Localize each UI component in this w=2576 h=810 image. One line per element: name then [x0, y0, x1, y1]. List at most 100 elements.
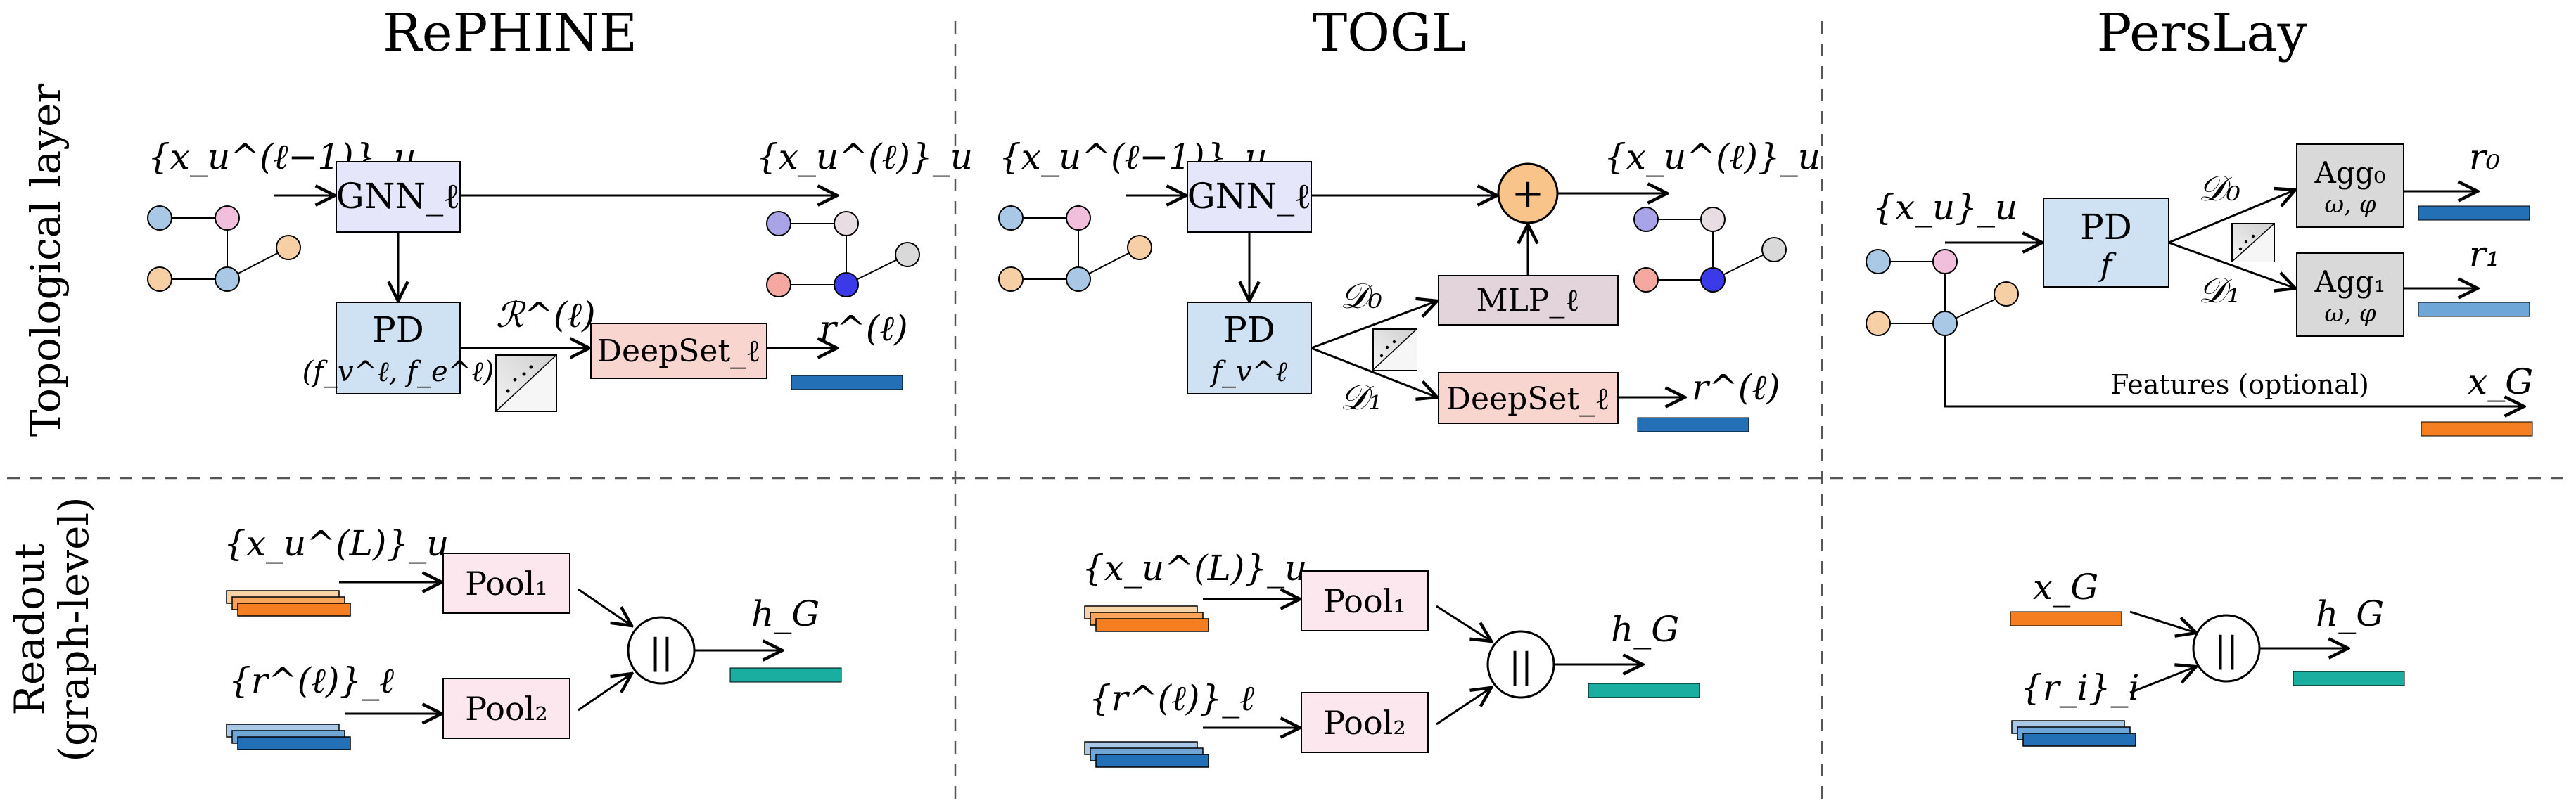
graph-node	[1866, 249, 1891, 274]
graph-node	[1994, 281, 2019, 307]
graph-node	[1633, 267, 1659, 292]
perslay-readout-arrows	[2129, 610, 2348, 694]
togl-input-graph	[998, 205, 1152, 292]
perslay-pd-thumbnail	[2231, 223, 2275, 262]
perslay-r0-label: r₀	[2469, 136, 2500, 177]
togl-pd-box	[1187, 302, 1312, 394]
graph-node	[1700, 207, 1726, 232]
perslay-h-bar	[2293, 671, 2405, 686]
graph-node	[215, 205, 240, 231]
graph-node	[1127, 235, 1152, 260]
togl-gnn-label: GNN_ℓ	[1187, 176, 1311, 217]
graph-node	[215, 266, 240, 292]
perslay-readout-xg-label: x_G	[2033, 567, 2098, 608]
rephine-gnn-label: GNN_ℓ	[336, 176, 460, 217]
graph-node	[834, 211, 859, 236]
togl-h-bar	[1588, 683, 1700, 698]
rephine-r-label: ℛ^(ℓ)	[496, 295, 596, 335]
rephine-h-label: h_G	[751, 593, 820, 634]
togl-d1-label: 𝒟₁	[1340, 377, 1382, 418]
perslay-features-label: Features (optional)	[2110, 369, 2369, 400]
perslay-readout-r-label: {r_i}_i	[2020, 667, 2140, 708]
perslay-agg1-label: Agg₁	[2314, 264, 2386, 299]
rephine-pool1-box	[442, 553, 570, 614]
perslay-pd-box	[2043, 198, 2169, 288]
graph-node	[276, 235, 301, 260]
rephine-out-label: r^(ℓ)	[820, 308, 908, 349]
perslay-r0-bar	[2418, 205, 2530, 221]
perslay-agg0-box	[2296, 143, 2404, 228]
togl-concat-symbol: ||	[1509, 645, 1533, 686]
perslay-agg0-label: Agg₀	[2314, 155, 2386, 190]
perslay-agg1-box	[2296, 252, 2404, 337]
togl-readout-arrows	[1203, 599, 1643, 728]
graph-node	[766, 211, 791, 236]
rephine-readout-x-stack	[226, 590, 351, 617]
column-title-togl: TOGL	[1313, 3, 1466, 63]
perslay-arrows	[1944, 190, 2524, 406]
perslay-r1-bar	[2418, 302, 2530, 317]
togl-pd-label: PD	[1223, 309, 1275, 350]
graph-node	[998, 266, 1024, 292]
togl-output-graph	[1633, 207, 1787, 292]
graph-node	[147, 205, 172, 231]
rephine-readout-r-label: {r^(ℓ)}_ℓ	[229, 660, 394, 701]
togl-topological: {x_u^(ℓ−1)}_u {x_u^(ℓ)}_u GNN_ℓ	[998, 136, 1821, 432]
row-label-readout-1: Readout	[6, 543, 53, 715]
perslay-agg0-params: ω, φ	[2324, 191, 2376, 219]
togl-plus-symbol: +	[1512, 171, 1545, 217]
rephine-h-bar	[729, 667, 842, 683]
column-title-rephine: RePHINE	[383, 3, 637, 63]
rephine-output-label: {x_u^(ℓ)}_u	[756, 136, 973, 177]
rephine-output-bar	[791, 375, 903, 390]
rephine-topological: {x_u^(ℓ−1)}_u {x_u^(ℓ)}_u	[147, 136, 973, 412]
togl-pool2-label: Pool₂	[1323, 704, 1406, 742]
togl-pd-sub: f_v^ℓ	[1209, 356, 1287, 388]
perslay-readout-xg-bar	[2010, 611, 2122, 626]
rephine-pool2-box	[442, 678, 570, 739]
graph-node	[1866, 311, 1891, 336]
graph-node	[1633, 207, 1659, 232]
togl-output-label: {x_u^(ℓ)}_u	[1604, 136, 1821, 177]
rephine-output-graph	[766, 211, 920, 297]
graph-node	[1700, 267, 1726, 292]
perslay-pd-label: PD	[2080, 207, 2132, 248]
togl-pool1-box	[1301, 570, 1429, 631]
rephine-pd-box	[336, 302, 461, 394]
perslay-agg1-params: ω, φ	[2324, 300, 2376, 328]
perslay-readout: x_G {r_i}_i || h_G	[2010, 567, 2405, 747]
togl-output-bar	[1637, 417, 1749, 432]
perslay-r1-label: r₁	[2469, 233, 2500, 274]
graph-node	[147, 266, 172, 292]
perslay-d1-label: 𝒟₁	[2198, 270, 2240, 311]
perslay-input-label: {x_u}_u	[1873, 187, 2017, 228]
togl-pd-thumbnail	[1372, 328, 1417, 371]
graph-node	[766, 272, 791, 297]
row-label-topological: Topological layer	[22, 84, 70, 437]
togl-deepset-label: DeepSet_ℓ	[1446, 381, 1609, 417]
togl-deepset-box	[1438, 372, 1619, 424]
perslay-input-graph	[1866, 249, 2019, 336]
rephine-deepset-label: DeepSet_ℓ	[597, 333, 760, 369]
perslay-d0-label: 𝒟₀	[2198, 168, 2240, 209]
rephine-concat-symbol: ||	[649, 631, 673, 672]
togl-readout: {x_u^(L)}_u Pool₁ {r^(ℓ)}_ℓ Pool₂ || h_G	[1082, 548, 1700, 768]
togl-arrows	[1126, 193, 1685, 397]
graph-node	[1932, 249, 1958, 274]
togl-d0-label: 𝒟₀	[1340, 276, 1382, 316]
perslay-topological: {x_u}_u PD f 𝒟₀ 𝒟₁ Agg₀ ω, φ Agg₁	[1866, 136, 2533, 437]
graph-node	[1066, 266, 1091, 292]
rephine-readout: {x_u^(L)}_u Pool₁ {r^(ℓ)}_ℓ Pool₂ || h_G	[224, 523, 842, 750]
perslay-xg-label: x_G	[2468, 361, 2533, 402]
rephine-pool1-label: Pool₁	[465, 565, 548, 603]
togl-mlp-label: MLP_ℓ	[1477, 283, 1580, 319]
rephine-pd-thumbnail	[495, 354, 557, 412]
rephine-readout-r-stack	[226, 724, 351, 750]
graph-node	[834, 272, 859, 297]
perslay-readout-r-stack	[2011, 720, 2136, 747]
togl-readout-x-stack	[1084, 605, 1209, 632]
perslay-concat-symbol: ||	[2214, 629, 2238, 670]
togl-readout-r-stack	[1084, 741, 1209, 768]
row-label-readout-2: (graph-level)	[50, 496, 98, 761]
